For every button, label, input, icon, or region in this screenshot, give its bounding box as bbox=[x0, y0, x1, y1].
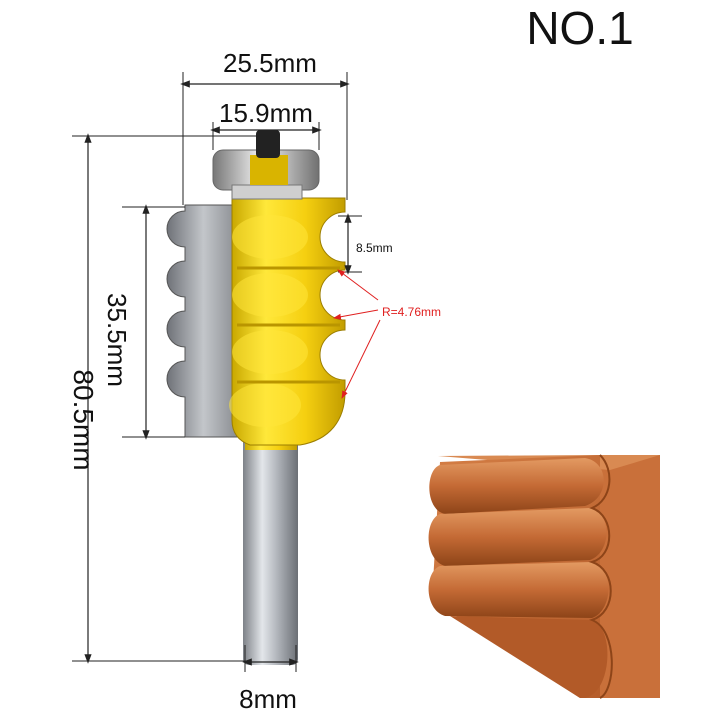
bearing-diameter-label: 15.9mm bbox=[219, 98, 313, 128]
bearing bbox=[212, 130, 320, 200]
wood-bead-2 bbox=[428, 508, 607, 566]
radius-annotation: R=4.76mm bbox=[333, 269, 441, 399]
shank bbox=[243, 435, 298, 665]
cutter-beads bbox=[229, 215, 340, 427]
wood-profile-sample bbox=[428, 454, 660, 699]
wood-bead-1 bbox=[429, 458, 604, 514]
carbide-blade-left bbox=[166, 204, 241, 438]
router-bit bbox=[166, 130, 346, 665]
dimension-total-length: 80.5mm bbox=[68, 133, 262, 664]
bead-radius-label: R=4.76mm bbox=[382, 305, 441, 319]
bead-pitch-label: 8.5mm bbox=[356, 241, 393, 255]
total-length-label: 80.5mm bbox=[68, 369, 99, 470]
model-title: NO.1 bbox=[526, 2, 633, 54]
shank-diameter-label: 8mm bbox=[239, 684, 297, 714]
overall-width-label: 25.5mm bbox=[223, 48, 317, 78]
wood-bottom-curve bbox=[450, 616, 608, 698]
cutting-height-label: 35.5mm bbox=[102, 293, 132, 387]
dimension-bearing-diameter: 15.9mm bbox=[210, 98, 322, 150]
dimension-cutting-height: 35.5mm bbox=[102, 204, 185, 440]
dimension-bead-pitch: 8.5mm bbox=[338, 213, 393, 275]
wood-bead-3 bbox=[428, 562, 609, 618]
dimension-overall-width: 25.5mm bbox=[180, 48, 350, 205]
dimension-shank-diameter: 8mm bbox=[239, 645, 299, 714]
